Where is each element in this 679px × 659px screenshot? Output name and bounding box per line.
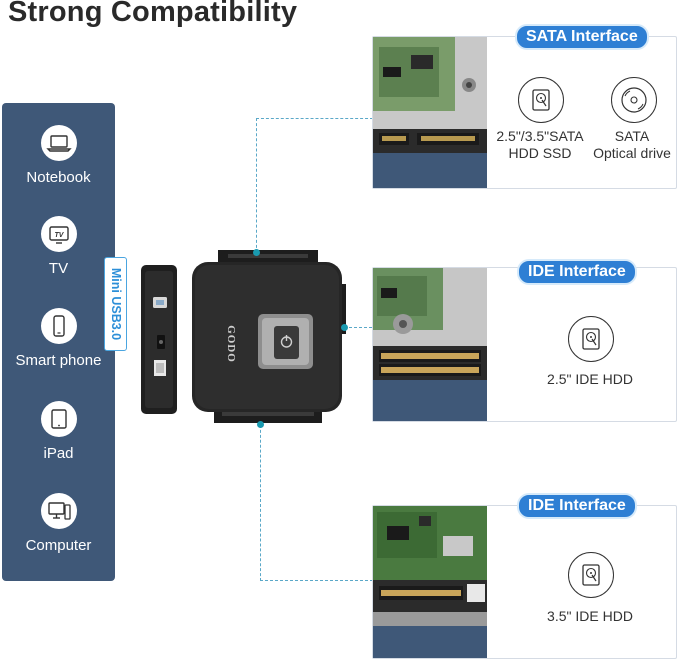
sata-hdd-photo — [373, 37, 487, 188]
optical-disc-icon — [611, 77, 657, 123]
ide-3-5-interface-card: 3.5" IDE HDD — [372, 505, 677, 659]
device-computer: Computer — [2, 493, 115, 554]
sata-interface-badge: SATA Interface — [515, 24, 649, 50]
tv-icon: TV — [40, 216, 77, 252]
device-smartphone: Smart phone — [2, 308, 115, 369]
sata-hdd-ssd-label: 2.5"/3.5"SATA HDD SSD — [496, 128, 584, 161]
smartphone-icon — [40, 308, 77, 344]
device-tv: TV TV — [2, 216, 115, 277]
godo-adapter: GODO — [192, 250, 348, 423]
hard-drive-icon — [568, 552, 614, 598]
ide-3-5-hdd-label: 3.5" IDE HDD — [547, 608, 633, 624]
device-sidebar: Notebook TV TV Smart phone iPad Computer — [2, 103, 115, 581]
hard-drive-icon — [568, 316, 614, 362]
connector-line — [260, 425, 373, 581]
connector-dot — [257, 421, 264, 428]
hard-drive-icon — [518, 77, 564, 123]
laptop-icon — [40, 125, 77, 161]
ide-interface-badge: IDE Interface — [517, 259, 637, 285]
ide-2-5-interface-card: 2.5" IDE HDD — [372, 267, 677, 422]
device-label: Notebook — [26, 169, 91, 186]
ide-3-5-hdd-photo — [373, 506, 487, 658]
connector-dot — [253, 249, 260, 256]
device-label: Smart phone — [15, 352, 102, 369]
tv-icon-text: TV — [54, 232, 64, 239]
ide-2-5-hdd-label: 2.5" IDE HDD — [547, 371, 633, 387]
device-ipad: iPad — [2, 401, 115, 462]
tablet-icon — [40, 401, 77, 437]
adapter-side-view — [138, 265, 179, 414]
ide-interface-badge: IDE Interface — [517, 493, 637, 519]
port-label-text: Mini USB3.0 — [108, 267, 123, 341]
brand-logo: GODO — [224, 325, 237, 363]
connector-line — [344, 327, 372, 328]
device-label: Computer — [25, 537, 92, 554]
ide-2-5-hdd-photo — [373, 268, 487, 421]
device-label: TV — [48, 260, 69, 277]
sata-interface-card: 2.5"/3.5"SATA HDD SSD SATA Optical drive — [372, 36, 677, 189]
page-title: Strong Compatibility — [8, 0, 298, 28]
device-label: iPad — [43, 445, 74, 462]
desktop-computer-icon — [40, 493, 77, 529]
device-notebook: Notebook — [2, 125, 115, 186]
connector-line — [256, 118, 373, 253]
sata-optical-drive-label: SATA Optical drive — [593, 128, 671, 161]
connector-dot — [341, 324, 348, 331]
mini-usb-port-label: Mini USB3.0 — [104, 257, 127, 351]
